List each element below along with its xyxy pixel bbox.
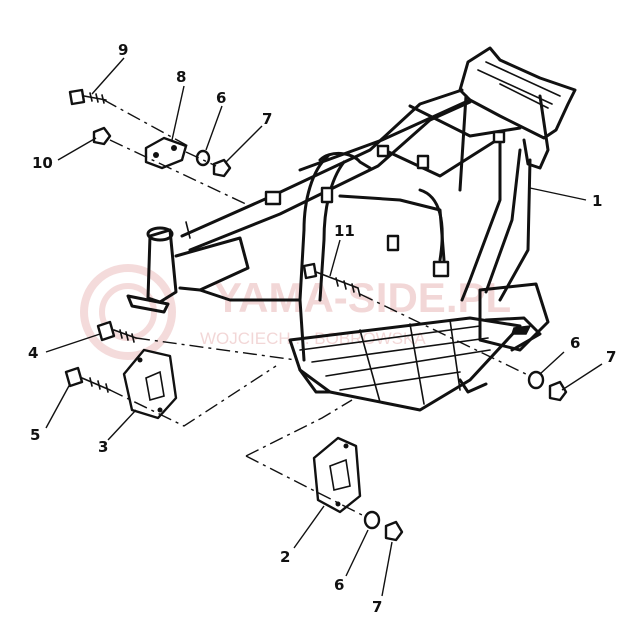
bracket-3 [122,348,178,420]
callout-4: 4 [28,344,38,362]
bolt-11 [302,262,361,297]
callout-1: 1 [592,192,602,210]
bolt-5 [64,366,111,393]
callout-2: 2 [280,548,290,566]
watermark-brand: YAMA-SIDE.PL [214,274,511,321]
callout-7-bottom: 7 [372,598,382,616]
nut-7-right [548,380,568,402]
bracket-2 [312,436,362,514]
callout-6-bottom: 6 [334,576,344,594]
washer-6-bottom [363,510,381,530]
nut-7-top [212,158,232,178]
callout-5: 5 [30,426,40,444]
callout-3: 3 [98,438,108,456]
callout-7-top: 7 [262,110,272,128]
bolt-9 [68,88,107,106]
nut-10 [92,126,112,146]
frame-assembly [126,46,577,412]
callout-7-right: 7 [606,348,616,366]
nut-7-bottom [384,520,404,542]
callout-6-top: 6 [216,89,226,107]
callout-11: 11 [334,222,355,240]
callout-6-right: 6 [570,334,580,352]
bracket-8 [144,136,188,170]
washer-6-top [195,149,211,167]
callout-10: 10 [32,154,53,172]
washer-6-right [527,370,545,390]
callout-8: 8 [176,68,186,86]
bolt-4 [96,320,137,343]
callout-9: 9 [118,41,128,59]
